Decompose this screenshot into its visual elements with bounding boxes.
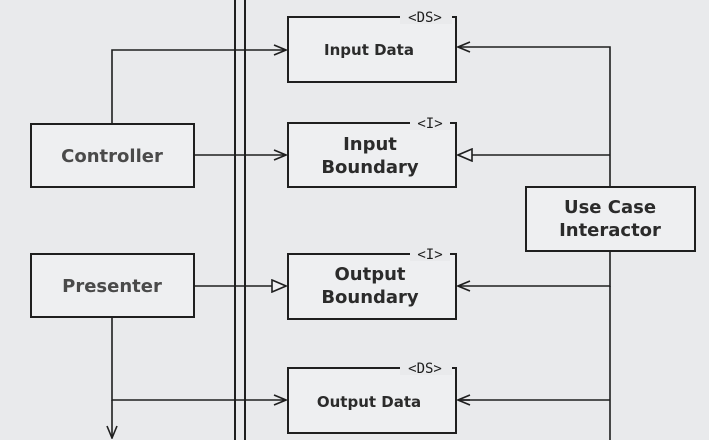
presenter-to-output-data-arrow (111, 317, 286, 400)
input-data-label: Input Data (324, 41, 414, 59)
output-boundary-label-line1: Output (334, 264, 405, 285)
interactor-to-input-data-arrow (458, 47, 611, 187)
output-data-box: <DS> Output Data (287, 361, 457, 434)
output-boundary-box: <I> Output Boundary (287, 247, 457, 320)
interactor-label-line2: Interactor (559, 220, 661, 241)
presenter-box: Presenter (30, 253, 195, 318)
controller-box: Controller (30, 123, 195, 188)
interactor-label-line1: Use Case (564, 197, 656, 218)
output-boundary-label-line2: Boundary (321, 287, 419, 308)
input-data-stereotype: <DS> (408, 10, 442, 26)
input-boundary-label-line2: Boundary (321, 157, 419, 178)
use-case-interactor-box: Use Case Interactor (525, 186, 696, 252)
presenter-label: Presenter (62, 276, 162, 297)
controller-label: Controller (61, 146, 163, 167)
output-boundary-stereotype: <I> (417, 247, 442, 263)
output-data-stereotype: <DS> (408, 361, 442, 377)
controller-to-input-data-arrow (111, 50, 286, 124)
output-data-label: Output Data (317, 393, 421, 411)
input-data-box: <DS> Input Data (287, 10, 457, 83)
architecture-boundary-line (234, 0, 246, 440)
input-boundary-label-line1: Input (343, 134, 397, 155)
input-boundary-box: <I> Input Boundary (287, 116, 457, 188)
input-boundary-stereotype: <I> (417, 116, 442, 132)
interactor-to-output-data-arrow (458, 286, 611, 440)
interactor-to-output-boundary-arrow (458, 251, 611, 286)
